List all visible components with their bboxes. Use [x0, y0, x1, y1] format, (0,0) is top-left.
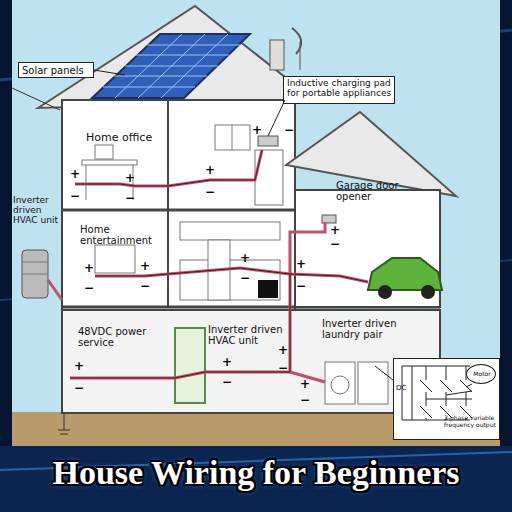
- basement-wall: [62, 310, 440, 413]
- node-text: DC: [396, 385, 410, 393]
- title-banner: [0, 446, 512, 512]
- garage-door-opener: [322, 215, 336, 223]
- power-line: [12, 88, 60, 110]
- polarity-sign: +: [300, 378, 310, 390]
- room-label: Garage door opener: [336, 180, 416, 202]
- callout-box: Inductive charging pad for portable appl…: [283, 76, 395, 104]
- dc-wire: [290, 222, 325, 274]
- appliance: [258, 280, 278, 298]
- ground-symbol: [58, 413, 70, 434]
- car-wheel: [421, 285, 435, 299]
- polarity-sign: +: [252, 124, 262, 136]
- electric-car: [368, 258, 442, 290]
- leader-line: [268, 100, 285, 136]
- window: [215, 125, 250, 150]
- dryer: [358, 362, 388, 404]
- wire-core: [70, 274, 290, 378]
- polarity-sign: −: [74, 382, 84, 394]
- outdoor-hvac-unit: [22, 250, 48, 298]
- room-label: 48VDC power service: [78, 326, 148, 348]
- polarity-sign: −: [284, 124, 294, 136]
- wire-core: [75, 150, 262, 186]
- window: [232, 125, 233, 150]
- room-label: Inverter driven HVAC unit: [13, 196, 63, 226]
- polarity-sign: +: [84, 262, 94, 274]
- node-text: Motor: [469, 371, 495, 378]
- node-text: Solar panels: [22, 65, 92, 76]
- room-label: Inverter driven HVAC unit: [208, 324, 288, 346]
- polarity-sign: −: [222, 376, 232, 388]
- polarity-sign: +: [74, 360, 84, 372]
- chimney: [270, 40, 284, 70]
- polarity-sign: +: [205, 164, 215, 176]
- motor-circle: Motor: [466, 364, 496, 384]
- polarity-sign: +: [278, 344, 288, 356]
- polarity-sign: −: [205, 186, 215, 198]
- floor: [62, 209, 295, 212]
- dc-wire: [48, 280, 62, 300]
- wire-core: [95, 268, 368, 282]
- interior-wall: [167, 100, 169, 307]
- polarity-sign: +: [296, 258, 306, 270]
- polarity-sign: −: [140, 280, 150, 292]
- polarity-sign: −: [296, 280, 306, 292]
- computer: [95, 145, 113, 159]
- washer: [325, 362, 355, 404]
- dc-wire: [75, 150, 262, 186]
- callout-box: Solar panels: [18, 62, 94, 78]
- node-text: Inductive charging pad for portable appl…: [287, 79, 393, 99]
- sky: [12, 0, 500, 446]
- inverter-inset: DC 3-phase variable frequency output Motor: [393, 358, 500, 440]
- roof: [38, 6, 314, 108]
- hvac-cabinet: [175, 328, 205, 403]
- leader-line: [94, 70, 125, 75]
- polarity-sign: −: [300, 394, 310, 406]
- polarity-sign: +: [240, 252, 250, 264]
- charging-pad: [258, 136, 278, 146]
- kitchen-cabinet: [180, 222, 280, 240]
- panel-grid: [103, 34, 240, 98]
- wiring: [48, 150, 368, 382]
- polarity-sign: −: [84, 282, 94, 294]
- title-banner-text: House Wiring for Beginners: [0, 454, 512, 492]
- car-wheel: [378, 285, 392, 299]
- house-wall: [62, 100, 295, 310]
- leader-line: [375, 366, 393, 380]
- unit-grille: [22, 274, 48, 275]
- room-label: Home entertainment: [80, 224, 162, 246]
- polarity-sign: −: [125, 192, 135, 204]
- unit-grille: [22, 262, 48, 263]
- polarity-sign: +: [222, 356, 232, 368]
- node-text: 3-phase variable frequency output: [444, 415, 500, 428]
- polarity-sign: +: [330, 224, 340, 236]
- dc-wire: [95, 268, 368, 282]
- washer-door: [331, 376, 349, 394]
- desk: [82, 160, 137, 165]
- polarity-sign: −: [278, 362, 288, 374]
- room-label: Home office: [86, 132, 166, 144]
- polarity-sign: −: [330, 238, 340, 250]
- solar-panel: [92, 34, 250, 98]
- dish-mast: [300, 42, 301, 70]
- polarity-sign: +: [70, 168, 80, 180]
- polarity-sign: −: [240, 272, 250, 284]
- tv-set: [95, 245, 135, 273]
- polarity-sign: +: [140, 260, 150, 272]
- room-label: Inverter driven laundry pair: [322, 318, 406, 340]
- polarity-sign: +: [125, 172, 135, 184]
- wiring-core: [70, 150, 368, 378]
- polarity-sign: −: [70, 190, 80, 202]
- dc-wire: [70, 274, 290, 378]
